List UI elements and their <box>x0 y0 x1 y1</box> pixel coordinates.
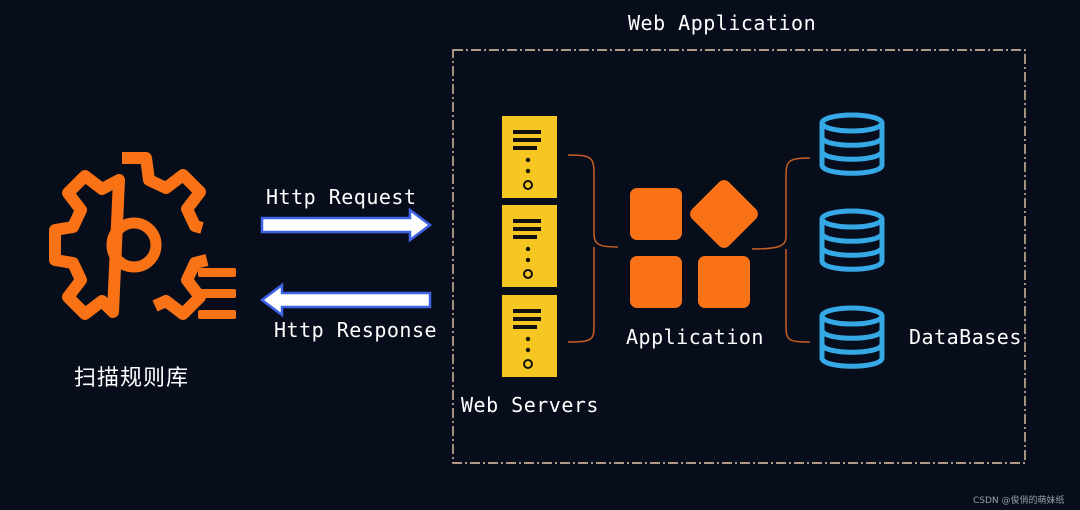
web-servers-label: Web Servers <box>461 393 599 417</box>
http-request-label: Http Request <box>266 185 417 209</box>
database-icon <box>819 208 885 272</box>
application-label: Application <box>626 325 764 349</box>
app-blocks-icon <box>630 180 758 308</box>
list-lines-icon <box>198 268 236 319</box>
gear-icon <box>49 152 209 320</box>
web-application-title: Web Application <box>628 11 817 35</box>
watermark: CSDN @俊俏的萌妹纸 <box>973 496 1065 506</box>
scanner-label: 扫描规则库 <box>74 366 190 391</box>
http-response-arrow <box>259 282 432 318</box>
servers-bracket <box>567 154 619 343</box>
server-icon <box>502 205 557 287</box>
database-icon <box>819 305 885 369</box>
database-icon <box>819 112 885 176</box>
server-icon <box>502 295 557 377</box>
web-application-frame <box>452 49 1026 464</box>
databases-label: DataBases <box>909 325 1022 349</box>
http-request-arrow <box>260 207 433 243</box>
http-response-label: Http Response <box>274 318 438 342</box>
server-icon <box>502 116 557 198</box>
databases-bracket <box>751 157 811 343</box>
